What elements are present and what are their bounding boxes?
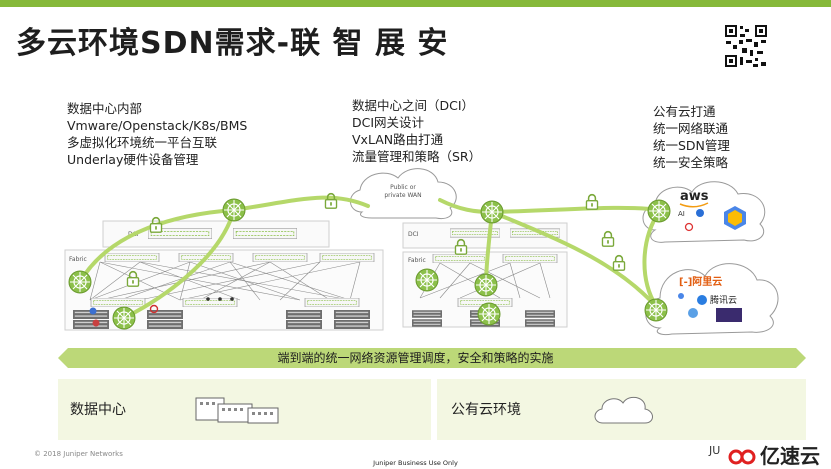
slide-title: 多云环境SDN需求-联 智 展 安 bbox=[16, 26, 449, 61]
router-icon bbox=[68, 270, 92, 294]
datacenter-panel: 数据中心 bbox=[58, 379, 431, 440]
padlock-icon bbox=[585, 193, 599, 210]
router-icon bbox=[112, 306, 136, 330]
cloud-icon bbox=[645, 263, 779, 335]
building-icon bbox=[195, 397, 279, 424]
padlock-icon bbox=[601, 230, 615, 247]
public-cloud-bottom: [-]阿里云 腾讯云 bbox=[645, 263, 779, 335]
public-cloud-item: 统一网络联通 bbox=[653, 121, 729, 136]
public-cloud-panel: 公有云环境 bbox=[437, 379, 806, 440]
wan-cloud-label: Public or bbox=[390, 184, 416, 191]
router-icon bbox=[480, 200, 504, 224]
wan-cloud-label: private WAN bbox=[384, 192, 421, 199]
router-icon bbox=[222, 198, 246, 222]
dc-internal-heading: 数据中心内部 bbox=[67, 101, 143, 116]
qr-code-icon bbox=[724, 24, 768, 68]
router-icon bbox=[477, 302, 501, 326]
public-cloud-top: aws AI bbox=[642, 181, 766, 243]
router-icon bbox=[474, 273, 498, 297]
router-icon bbox=[415, 268, 439, 292]
dc2-dci-label: DCI bbox=[408, 231, 419, 238]
public-cloud-heading: 公有云打通 bbox=[653, 104, 716, 119]
padlock-icon bbox=[149, 216, 163, 233]
dc-internal-item: Vmware/Openstack/K8s/BMS bbox=[67, 118, 248, 133]
dci-item: 流量管理和策略（SR） bbox=[352, 149, 482, 164]
connection-paths bbox=[78, 195, 662, 320]
public-cloud-column: 公有云打通 统一网络联通 统一SDN管理 统一安全策略 bbox=[653, 103, 730, 171]
top-accent-bar bbox=[0, 0, 831, 7]
dc-internal-column: 数据中心内部 Vmware/Openstack/K8s/BMS 多虚拟化环境统一… bbox=[67, 100, 247, 168]
router-icon bbox=[647, 199, 671, 223]
tencent-logo: 腾讯云 bbox=[710, 294, 737, 306]
banner-text: 端到端的统一网络资源管理调度，安全和策略的实施 bbox=[277, 351, 554, 365]
aws-logo: aws bbox=[680, 189, 709, 204]
classification-text: Juniper Business Use Only bbox=[373, 459, 458, 467]
dci-heading: 数据中心之间（DCI） bbox=[352, 98, 475, 113]
public-cloud-item: 统一SDN管理 bbox=[653, 138, 730, 153]
dc-internal-item: 多虚拟化环境统一平台互联 bbox=[67, 135, 218, 150]
banner-arrow bbox=[58, 348, 806, 368]
public-cloud-item: 统一安全策略 bbox=[653, 155, 729, 170]
padlock-icon bbox=[612, 254, 626, 271]
aliyun-logo: [-]阿里云 bbox=[679, 276, 722, 288]
copyright-text: © 2018 Juniper Networks bbox=[34, 450, 123, 458]
dci-column: 数据中心之间（DCI） DCI网关设计 VxLAN路由打通 流量管理和策略（SR… bbox=[352, 97, 481, 165]
dci-item: VxLAN路由打通 bbox=[352, 132, 444, 147]
dc2-fabric-label: Fabric bbox=[408, 257, 426, 264]
router-icon bbox=[644, 298, 668, 322]
brand-text: JU bbox=[709, 444, 721, 457]
watermark-text: 亿速云 bbox=[760, 444, 820, 468]
dc1-fabric-label: Fabric bbox=[69, 256, 87, 263]
cloud-icon bbox=[350, 168, 457, 219]
ai-label: AI bbox=[678, 210, 685, 218]
public-cloud-panel-label: 公有云环境 bbox=[451, 402, 521, 418]
dc-internal-item: Underlay硬件设备管理 bbox=[67, 152, 199, 167]
watermark-logo-icon bbox=[728, 449, 756, 465]
wan-cloud: Public or private WAN bbox=[350, 168, 457, 219]
cloud-icon bbox=[594, 396, 653, 424]
datacenter-panel-label: 数据中心 bbox=[70, 402, 126, 418]
dci-item: DCI网关设计 bbox=[352, 115, 425, 130]
datacenter-1: DCI Fabric bbox=[64, 220, 384, 331]
